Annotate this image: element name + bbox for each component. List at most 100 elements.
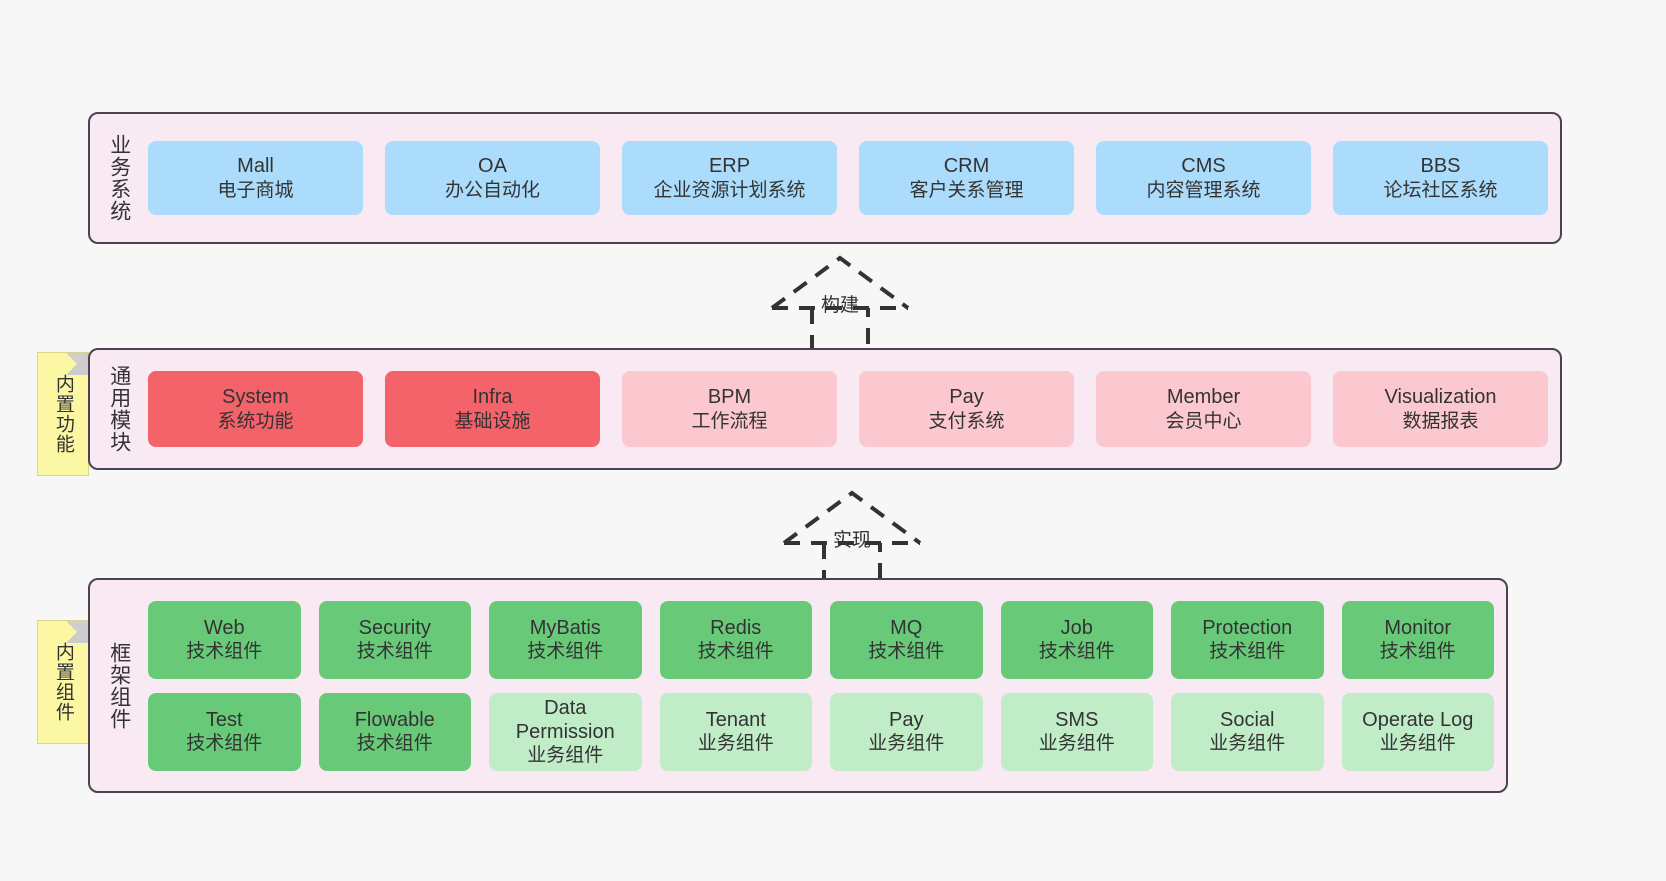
card-subtitle: 系统功能 — [217, 410, 294, 432]
card-social[interactable]: Social 业务组件 — [1171, 692, 1324, 771]
card-crm[interactable]: CRM 客户关系管理 — [859, 141, 1074, 215]
card-title: Pay — [889, 708, 924, 731]
card-title: Job — [1060, 616, 1093, 639]
card-subtitle: 内容管理系统 — [1146, 179, 1261, 201]
card-erp[interactable]: ERP 企业资源计划系统 — [622, 141, 837, 215]
card-subtitle: 技术组件 — [1379, 641, 1456, 663]
layer-common-modules: 通用模块 System 系统功能 Infra 基础设施 BPM 工作流程 Pay… — [88, 348, 1562, 470]
card-title: Infra — [472, 386, 513, 409]
card-mall[interactable]: Mall 电子商城 — [148, 141, 363, 215]
sticky-note-builtin-features: 内置功能 — [37, 352, 89, 476]
arrowhead-dashed-triangle — [782, 490, 922, 545]
card-title: Security — [358, 616, 431, 639]
card-title: OA — [478, 155, 507, 178]
card-title: Redis — [710, 616, 762, 639]
card-mq[interactable]: MQ 技术组件 — [830, 600, 983, 679]
card-sms[interactable]: SMS 业务组件 — [1000, 692, 1153, 771]
connector-label: 构建 — [820, 295, 859, 316]
card-title: Test — [205, 708, 243, 731]
card-visualization[interactable]: Visualization 数据报表 — [1333, 371, 1548, 447]
layer-framework-components: 框架组件 Web 技术组件 Security 技术组件 MyBatis 技术组件… — [88, 578, 1508, 793]
card-member[interactable]: Member 会员中心 — [1096, 371, 1311, 447]
page-fold-icon — [66, 621, 88, 643]
arrowhead-dashed-triangle — [770, 255, 910, 310]
card-subtitle: 数据报表 — [1402, 410, 1479, 432]
card-title: MQ — [890, 616, 923, 639]
card-title: Member — [1166, 386, 1241, 409]
card-pay[interactable]: Pay 支付系统 — [859, 371, 1074, 447]
sticky-note-label: 内置功能 — [52, 374, 74, 454]
card-title: Visualization — [1384, 386, 1497, 409]
layer-title-business-systems: 业务系统 — [107, 134, 131, 222]
card-subtitle: 基础设施 — [454, 410, 531, 432]
card-row: Web 技术组件 Security 技术组件 MyBatis 技术组件 Redi… — [148, 600, 1494, 679]
card-subtitle: 技术组件 — [186, 733, 263, 755]
connector-label: 实现 — [832, 530, 871, 551]
sticky-note-builtin-components: 内置组件 — [37, 620, 89, 744]
card-infra[interactable]: Infra 基础设施 — [385, 371, 600, 447]
page-fold-icon — [66, 353, 88, 375]
card-title: Protection — [1202, 616, 1293, 639]
card-data-permission[interactable]: Data Permission 业务组件 — [489, 692, 642, 771]
layer-title-framework-components: 框架组件 — [107, 641, 131, 730]
connector-stem — [810, 308, 870, 354]
connector-realize: 实现 — [772, 487, 932, 591]
layer-body-business-systems: Mall 电子商城 OA 办公自动化 ERP 企业资源计划系统 CRM 客户关系… — [136, 124, 1548, 232]
card-row: System 系统功能 Infra 基础设施 BPM 工作流程 Pay 支付系统… — [148, 371, 1548, 447]
card-test[interactable]: Test 技术组件 — [148, 692, 301, 771]
card-row: Mall 电子商城 OA 办公自动化 ERP 企业资源计划系统 CRM 客户关系… — [148, 141, 1548, 215]
card-subtitle: 技术组件 — [1209, 641, 1286, 663]
sticky-note-label: 内置组件 — [52, 642, 74, 722]
card-title: Web — [203, 616, 245, 639]
card-title: Social — [1220, 708, 1275, 731]
card-title: ERP — [708, 155, 751, 178]
card-subtitle: 业务组件 — [1379, 733, 1456, 755]
card-bbs[interactable]: BBS 论坛社区系统 — [1333, 141, 1548, 215]
card-system[interactable]: System 系统功能 — [148, 371, 363, 447]
card-subtitle: 技术组件 — [868, 641, 945, 663]
card-subtitle: 技术组件 — [1038, 641, 1115, 663]
card-job[interactable]: Job 技术组件 — [1000, 600, 1153, 679]
card-title: Monitor — [1384, 616, 1452, 639]
card-mybatis[interactable]: MyBatis 技术组件 — [489, 600, 642, 679]
card-subtitle: 业务组件 — [697, 733, 774, 755]
card-subtitle: 会员中心 — [1165, 410, 1242, 432]
card-redis[interactable]: Redis 技术组件 — [659, 600, 812, 679]
connector-stem — [822, 543, 882, 589]
card-title: Data Permission — [515, 696, 615, 743]
card-title: CRM — [943, 155, 990, 178]
card-pay-component[interactable]: Pay 业务组件 — [830, 692, 983, 771]
card-subtitle: 业务组件 — [1209, 733, 1286, 755]
layer-body-common-modules: System 系统功能 Infra 基础设施 BPM 工作流程 Pay 支付系统… — [136, 360, 1548, 458]
card-title: BBS — [1420, 155, 1461, 178]
card-title: System — [222, 386, 289, 409]
card-subtitle: 电子商城 — [217, 179, 294, 201]
card-subtitle: 业务组件 — [527, 745, 604, 767]
card-cms[interactable]: CMS 内容管理系统 — [1096, 141, 1311, 215]
card-subtitle: 技术组件 — [697, 641, 774, 663]
card-title: Tenant — [705, 708, 766, 731]
card-subtitle: 技术组件 — [356, 641, 433, 663]
card-subtitle: 业务组件 — [868, 733, 945, 755]
card-title: MyBatis — [529, 616, 601, 639]
layer-body-framework-components: Web 技术组件 Security 技术组件 MyBatis 技术组件 Redi… — [136, 590, 1494, 781]
connector-build: 构建 — [760, 252, 920, 356]
card-operate-log[interactable]: Operate Log 业务组件 — [1341, 692, 1494, 771]
card-monitor[interactable]: Monitor 技术组件 — [1341, 600, 1494, 679]
card-oa[interactable]: OA 办公自动化 — [385, 141, 600, 215]
card-subtitle: 工作流程 — [691, 410, 768, 432]
card-subtitle: 办公自动化 — [444, 179, 540, 201]
card-web[interactable]: Web 技术组件 — [148, 600, 301, 679]
card-security[interactable]: Security 技术组件 — [318, 600, 471, 679]
layer-business-systems: 业务系统 Mall 电子商城 OA 办公自动化 ERP 企业资源计划系统 CRM… — [88, 112, 1562, 244]
card-title: Flowable — [354, 708, 435, 731]
card-flowable[interactable]: Flowable 技术组件 — [318, 692, 471, 771]
card-subtitle: 技术组件 — [527, 641, 604, 663]
card-title: Mall — [237, 155, 274, 178]
card-tenant[interactable]: Tenant 业务组件 — [659, 692, 812, 771]
card-title: Operate Log — [1362, 708, 1474, 731]
card-subtitle: 论坛社区系统 — [1383, 179, 1498, 201]
card-protection[interactable]: Protection 技术组件 — [1171, 600, 1324, 679]
card-bpm[interactable]: BPM 工作流程 — [622, 371, 837, 447]
